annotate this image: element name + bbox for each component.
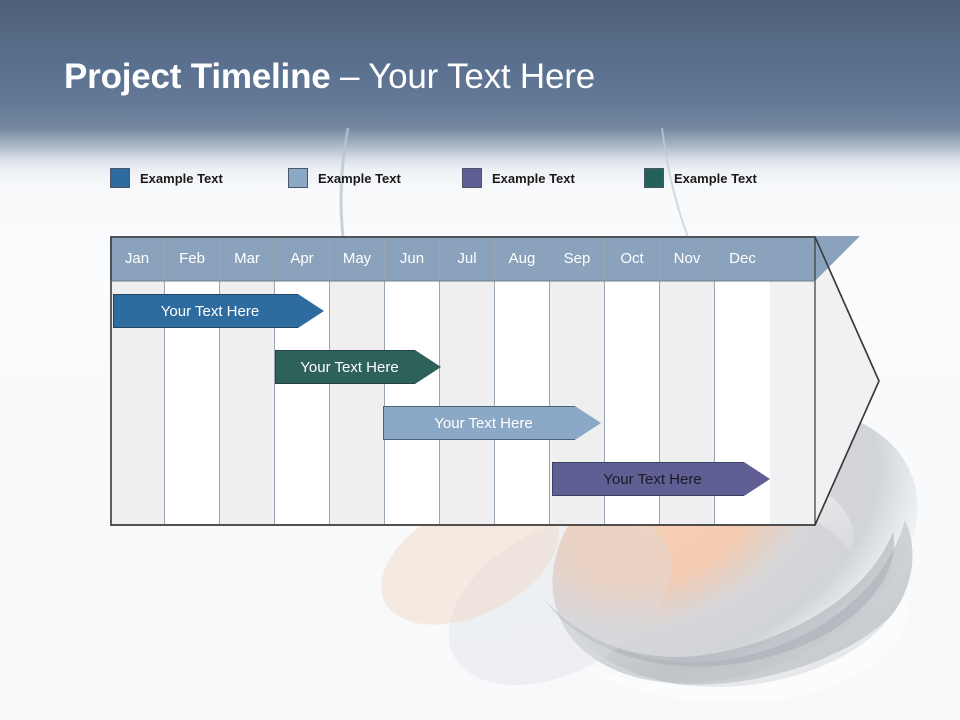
month-header-jun: Jun [385, 236, 439, 281]
month-header-feb: Feb [165, 236, 219, 281]
month-column-feb[interactable]: Feb [165, 236, 220, 524]
month-header-may: May [330, 236, 384, 281]
task-bar-body: Your Text Here [383, 406, 575, 440]
month-header-nov: Nov [660, 236, 714, 281]
header-tail-fill [770, 236, 815, 281]
month-column-aug[interactable]: Aug [495, 236, 550, 524]
task-bar-label: Your Text Here [160, 302, 260, 320]
legend-label: Example Text [492, 170, 575, 186]
legend-swatch-icon [288, 168, 308, 188]
legend-label: Example Text [140, 170, 223, 186]
task-bar-3[interactable]: Your Text Here [383, 406, 601, 440]
month-header-apr: Apr [275, 236, 329, 281]
month-column-mar[interactable]: Mar [220, 236, 275, 524]
legend: Example Text Example Text Example Text Exam… [110, 168, 850, 198]
task-bar-body: Your Text Here [552, 462, 744, 496]
header-tail-triangle [815, 236, 860, 281]
month-header-jul: Jul [440, 236, 494, 281]
month-cell-jun [385, 281, 439, 524]
month-header-aug: Aug [495, 236, 549, 281]
task-bar-body: Your Text Here [113, 294, 298, 328]
task-bar-label: Your Text Here [434, 414, 533, 432]
month-column-jul[interactable]: Jul [440, 236, 495, 524]
task-bar-label: Your Text Here [300, 358, 399, 376]
month-cell-jul [440, 281, 494, 524]
month-column-jan[interactable]: Jan [110, 236, 165, 524]
legend-label: Example Text [674, 170, 757, 186]
month-header-oct: Oct [605, 236, 659, 281]
page-title-strong: Project Timeline [64, 57, 331, 96]
legend-swatch-icon [462, 168, 482, 188]
month-cell-may [330, 281, 384, 524]
task-bar-body: Your Text Here [275, 350, 415, 384]
legend-item-1[interactable]: Example Text [110, 168, 223, 188]
page-title-light: – Your Text Here [330, 57, 595, 96]
legend-swatch-icon [644, 168, 664, 188]
month-header-jan: Jan [110, 236, 164, 281]
legend-label: Example Text [318, 170, 401, 186]
task-bar-tip-icon [298, 294, 324, 328]
task-bar-1[interactable]: Your Text Here [113, 294, 324, 328]
month-header-sep: Sep [550, 236, 604, 281]
page-title: Project Timeline – Your Text Here [64, 57, 595, 97]
task-bar-tip-icon [415, 350, 441, 384]
legend-item-4[interactable]: Example Text [644, 168, 757, 188]
task-bar-label: Your Text Here [603, 470, 702, 488]
task-bar-tip-icon [744, 462, 770, 496]
legend-item-2[interactable]: Example Text [288, 168, 401, 188]
month-header-mar: Mar [220, 236, 274, 281]
task-bar-2[interactable]: Your Text Here [275, 350, 441, 384]
task-bar-4[interactable]: Your Text Here [552, 462, 770, 496]
month-cell-aug [495, 281, 549, 524]
month-header-dec: Dec [715, 236, 770, 281]
legend-swatch-icon [110, 168, 130, 188]
legend-item-3[interactable]: Example Text [462, 168, 575, 188]
task-bar-tip-icon [575, 406, 601, 440]
